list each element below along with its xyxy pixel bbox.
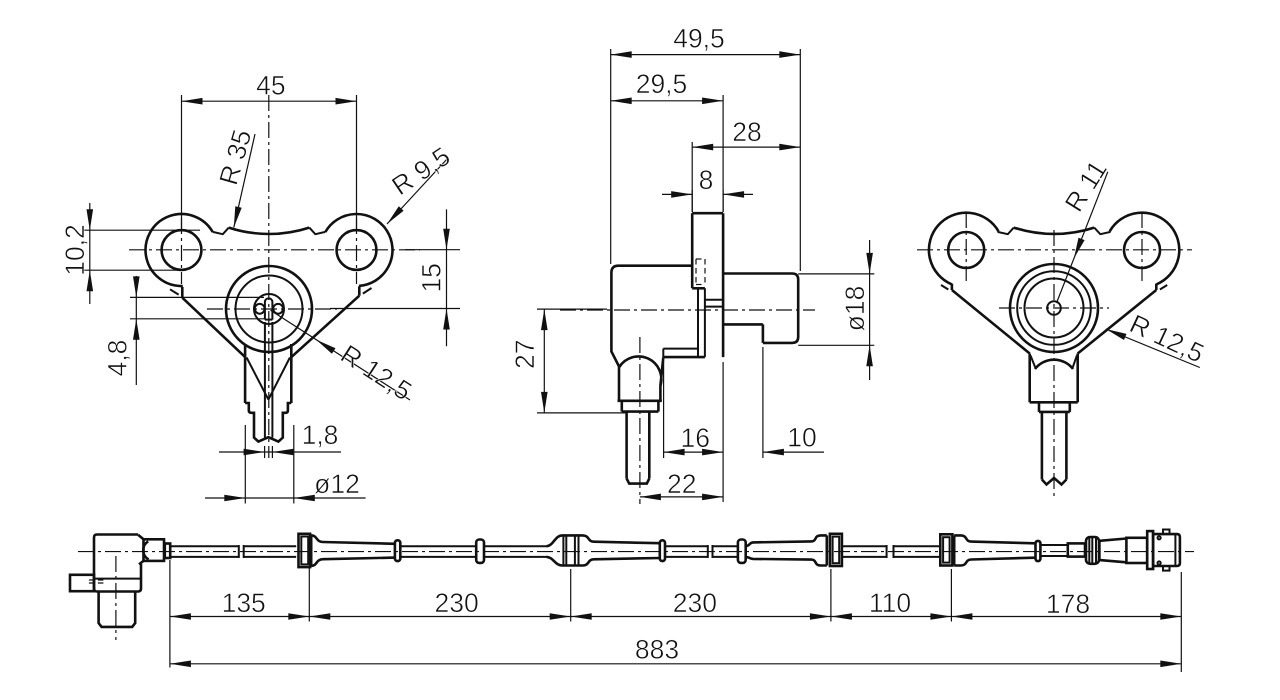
svg-text:110: 110 xyxy=(869,588,911,618)
svg-text:883: 883 xyxy=(635,634,679,664)
svg-text:R 11: R 11 xyxy=(1059,155,1113,217)
svg-text:28: 28 xyxy=(732,117,761,147)
svg-text:29,5: 29,5 xyxy=(636,69,688,99)
svg-text:230: 230 xyxy=(673,588,717,618)
svg-text:8: 8 xyxy=(699,165,714,195)
svg-text:4,8: 4,8 xyxy=(103,340,133,377)
svg-text:27: 27 xyxy=(510,340,540,369)
svg-text:230: 230 xyxy=(434,588,478,618)
svg-text:15: 15 xyxy=(416,263,446,292)
svg-text:R 35: R 35 xyxy=(213,126,257,188)
svg-text:R 12,5: R 12,5 xyxy=(335,339,417,407)
svg-text:10: 10 xyxy=(787,423,816,453)
svg-text:10,2: 10,2 xyxy=(60,224,90,276)
svg-text:45: 45 xyxy=(256,71,285,101)
svg-text:R 12,5: R 12,5 xyxy=(1125,309,1208,369)
svg-text:178: 178 xyxy=(1046,589,1090,619)
svg-text:R 9,5: R 9,5 xyxy=(386,141,455,201)
svg-text:49,5: 49,5 xyxy=(673,24,725,54)
svg-text:16: 16 xyxy=(681,423,710,453)
svg-text:22: 22 xyxy=(667,469,696,499)
svg-text:1,8: 1,8 xyxy=(302,420,339,450)
svg-text:ø12: ø12 xyxy=(314,469,360,499)
svg-text:ø18: ø18 xyxy=(840,286,870,332)
svg-text:135: 135 xyxy=(222,588,266,618)
